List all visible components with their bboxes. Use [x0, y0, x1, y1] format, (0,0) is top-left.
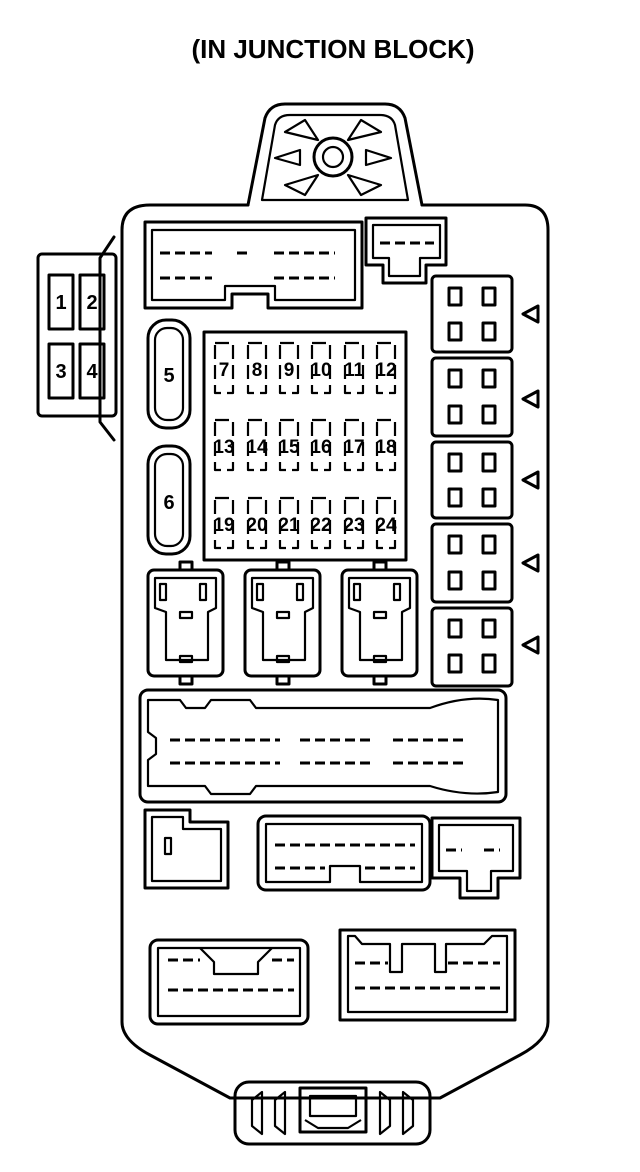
relay-slot: [430, 274, 540, 354]
large-fuse-6: 6: [146, 444, 192, 556]
relay-slot: [430, 440, 540, 520]
fuse-label-15: 15: [278, 437, 300, 458]
top-connector: [143, 220, 364, 310]
small-left-connector: [143, 808, 230, 890]
fuse-slot: 15: [278, 418, 300, 472]
fuse-slot: 18: [375, 418, 397, 472]
fuse-slot: 13: [213, 418, 235, 472]
fuse-label-22: 22: [310, 515, 331, 536]
fuse-slot: 24: [375, 496, 397, 550]
fuse-label-14: 14: [246, 437, 268, 458]
large-fuse-5: 5: [146, 318, 192, 430]
fuse-slot: 23: [343, 496, 365, 550]
relay-slot: [430, 356, 540, 438]
fuse-label-6: 6: [163, 492, 174, 514]
arrow-icon: [521, 553, 540, 573]
fuse-label-17: 17: [343, 437, 364, 458]
relay-socket: [340, 560, 419, 686]
bottom-right-connector: [338, 928, 517, 1022]
fuse-label-16: 16: [310, 437, 331, 458]
top-mounting-tab: [246, 102, 424, 207]
fuse-label-7: 7: [219, 360, 230, 381]
fuse-label-3: 3: [55, 361, 66, 383]
arrow-icon: [521, 470, 540, 490]
diagram-title: (IN JUNCTION BLOCK): [191, 34, 474, 64]
fuse-slot: 12: [375, 341, 397, 395]
fuse-label-2: 2: [86, 292, 97, 314]
fuse-label-12: 12: [375, 360, 396, 381]
left-fuse-block: 1 2 3 4: [36, 235, 118, 442]
fuse-label-24: 24: [375, 515, 397, 536]
relay-socket: [243, 560, 322, 686]
fuse-slot: 19: [213, 496, 235, 550]
right-relay-stack: [430, 274, 540, 688]
fuse-slot: 14: [246, 418, 268, 472]
fuse-label-9: 9: [284, 360, 295, 381]
fuse-panel: [202, 330, 408, 562]
fuse-label-23: 23: [343, 515, 364, 536]
fuse-label-18: 18: [375, 437, 396, 458]
relay-slot: [430, 522, 540, 604]
relay-slot: [430, 606, 540, 688]
fuse-slot: 22: [310, 496, 332, 550]
fuse-slot: 17: [343, 418, 365, 472]
fuse-label-11: 11: [344, 360, 365, 381]
junction-block-housing: [120, 203, 550, 1100]
fuse-slot: 11: [343, 341, 365, 395]
fuse-label-8: 8: [252, 360, 263, 381]
fuse-label-20: 20: [246, 515, 267, 536]
large-connector: [138, 688, 508, 804]
arrow-icon: [521, 635, 540, 655]
relay-socket: [146, 560, 225, 686]
fuse-slot: 16: [310, 418, 332, 472]
bottom-mounting-tab: [233, 1080, 432, 1146]
fuse-slot: 21: [278, 496, 300, 550]
fuse-label-21: 21: [278, 515, 300, 536]
small-right-connector: [430, 816, 522, 900]
fuse-slot: 7: [213, 341, 235, 395]
fuse-slot: 10: [310, 341, 332, 395]
fuse-label-19: 19: [213, 515, 234, 536]
fuse-slot: 20: [246, 496, 268, 550]
small-top-connector: [364, 216, 448, 285]
fuse-label-4: 4: [86, 361, 98, 383]
fuse-label-10: 10: [310, 360, 331, 381]
bottom-left-connector: [148, 938, 310, 1026]
fuse-label-1: 1: [55, 292, 66, 314]
fuse-slot: 8: [246, 341, 268, 395]
arrow-icon: [521, 389, 540, 409]
fuse-label-5: 5: [163, 365, 174, 387]
arrow-icon: [521, 304, 540, 324]
middle-connector: [256, 814, 432, 892]
fuse-label-13: 13: [213, 437, 234, 458]
fuse-slot: 9: [278, 341, 300, 395]
